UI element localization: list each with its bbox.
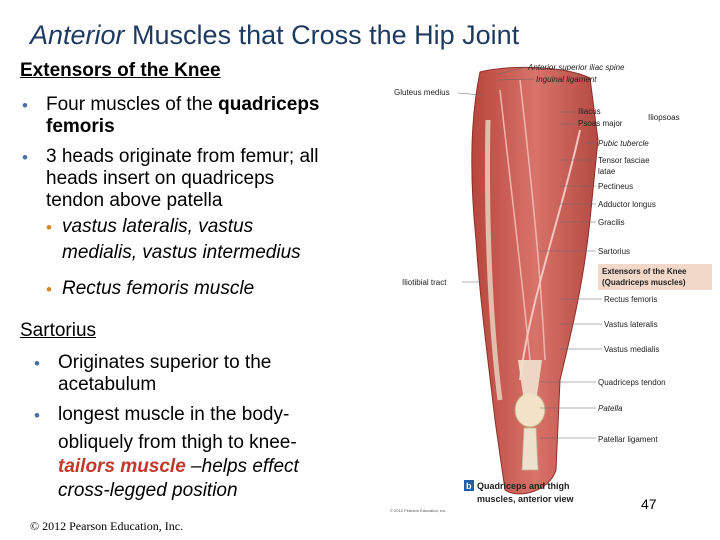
label-box [598, 264, 712, 290]
bullet-text: tailors muscle –helps effect [58, 456, 299, 477]
title-rest: Muscles that Cross the Hip Joint [124, 20, 520, 50]
page-number: 47 [641, 496, 657, 512]
label-pubic-tubercle: Pubic tubercle [598, 139, 649, 148]
bullet-icon: • [22, 148, 28, 167]
copyright-footer: © 2012 Pearson Education, Inc. [30, 519, 184, 533]
label-tfl-2: latae [598, 167, 616, 176]
label-patella: Patella [598, 404, 623, 413]
bullet-text: femoris [46, 116, 115, 137]
label-pectineus: Pectineus [598, 182, 633, 191]
label-gluteus-medius: Gluteus medius [394, 88, 450, 97]
sub-bullet-text: Rectus femoris muscle [62, 278, 255, 299]
bullet-icon: • [34, 406, 40, 425]
sub-bullet-icon: • [46, 218, 52, 237]
label-asis: Anterior superior iliac spine [527, 63, 625, 72]
sub-bullet-text: vastus lateralis, vastus [62, 216, 254, 237]
label-vastus-lateralis: Vastus lateralis [604, 320, 658, 329]
label-box-title: Extensors of the Knee [602, 267, 687, 276]
bullet-text: Originates superior to the [58, 352, 272, 373]
highlight-text: tailors muscle [58, 456, 186, 477]
label-adductor-longus: Adductor longus [598, 200, 656, 209]
caption-line-2: muscles, anterior view [477, 494, 575, 504]
sub-bullet-text: medialis, vastus intermedius [62, 242, 301, 263]
bullet-text: 3 heads originate from femur; all [46, 146, 319, 167]
label-patellar-ligament: Patellar ligament [598, 435, 658, 444]
section-heading-knee-extensors: Extensors of the Knee [20, 60, 221, 81]
label-quadriceps-tendon: Quadriceps tendon [598, 378, 666, 387]
slide-title: Anterior Muscles that Cross the Hip Join… [30, 20, 519, 51]
bullet-text: Four muscles of the quadriceps [46, 94, 320, 115]
bullet-text: acetabulum [58, 374, 157, 395]
caption-letter-box [464, 480, 474, 491]
label-iliopsoas: Iliopsoas [648, 113, 680, 122]
label-rectus-femoris: Rectus femoris [604, 295, 657, 304]
label-box-subtitle: (Quadriceps muscles) [602, 278, 686, 287]
label-tfl: Tensor fasciae [598, 156, 650, 165]
label-iliotibial-tract: Iliotibial tract [402, 278, 447, 287]
label-gracilis: Gracilis [598, 218, 625, 227]
bullet-icon: • [34, 354, 40, 373]
label-inguinal: Inguinal ligament [536, 75, 597, 84]
bullet-text: heads insert on quadriceps [46, 168, 275, 189]
label-psoas: Psoas major [578, 119, 623, 128]
label-iliacus: Iliacus [578, 107, 601, 116]
anatomy-figure: Anterior superior iliac spine Inguinal l… [390, 63, 712, 513]
bullet-text: tendon above patella [46, 190, 223, 211]
caption-letter: b [466, 481, 472, 491]
title-emphasis: Anterior [30, 20, 125, 50]
caption-line-1: Quadriceps and thigh [477, 481, 570, 491]
section-heading-sartorius: Sartorius [20, 320, 97, 341]
label-vastus-medialis: Vastus medialis [604, 345, 659, 354]
label-sartorius: Sartorius [598, 247, 630, 256]
figure-credit: © 2012 Pearson Education, Inc. [390, 508, 447, 513]
sub-bullet-icon: • [46, 280, 52, 299]
bullet-icon: • [22, 96, 28, 115]
bullet-text: longest muscle in the body- [58, 404, 290, 425]
bullet-text: obliquely from thigh to knee- [58, 432, 297, 453]
bullet-text: cross-legged position [58, 480, 238, 501]
